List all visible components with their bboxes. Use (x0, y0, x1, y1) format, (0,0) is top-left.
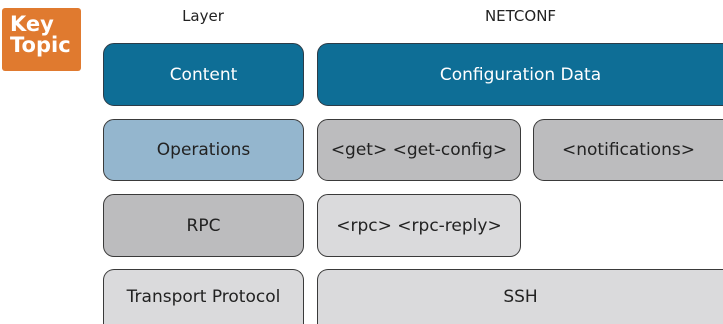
key-topic-badge: Key Topic (2, 8, 81, 71)
transport-protocol-label: Transport Protocol (126, 287, 281, 307)
operations-layer-label: Operations (156, 140, 251, 160)
operations-layer-box: Operations (103, 119, 304, 181)
layer-column-header: Layer (182, 7, 224, 25)
content-layer-box: Content (103, 43, 304, 106)
rpc-reply-box: <rpc> <rpc-reply> (317, 194, 521, 257)
transport-protocol-box: Transport Protocol (103, 269, 304, 324)
netconf-column-header: NETCONF (484, 7, 557, 25)
content-layer-label: Content (169, 64, 238, 85)
get-config-box: <get> <get-config> (317, 119, 521, 181)
ssh-box: SSH (317, 269, 723, 324)
rpc-layer-label: RPC (186, 215, 221, 236)
key-topic-line2: Topic (10, 33, 71, 57)
get-config-label: <get> <get-config> (330, 140, 508, 160)
rpc-reply-label: <rpc> <rpc-reply> (336, 215, 502, 236)
key-topic-line1: Key (10, 12, 54, 36)
configuration-data-box: Configuration Data (317, 43, 723, 106)
configuration-data-label: Configuration Data (439, 64, 602, 85)
notifications-box: <notifications> (533, 119, 723, 181)
rpc-layer-box: RPC (103, 194, 304, 257)
notifications-label: <notifications> (562, 140, 695, 160)
ssh-label: SSH (503, 287, 538, 307)
